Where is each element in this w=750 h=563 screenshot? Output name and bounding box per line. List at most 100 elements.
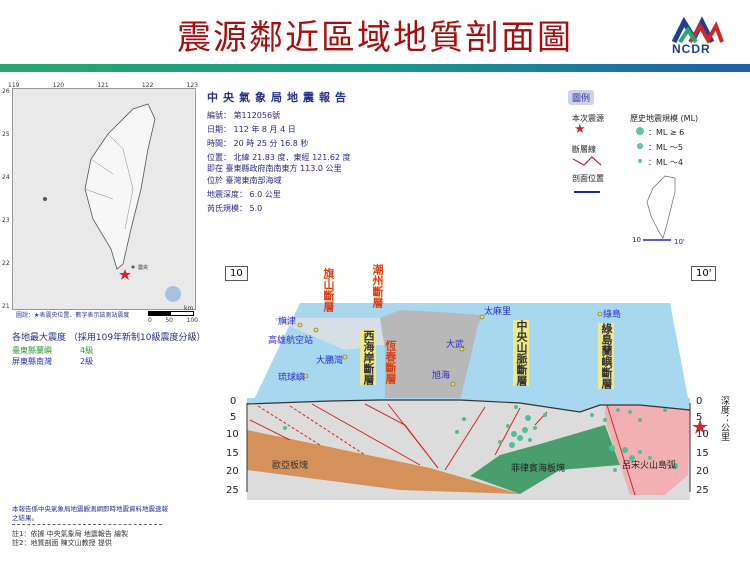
scale-labels: 0 50 100: [148, 317, 198, 324]
star-icon: ★: [574, 122, 586, 137]
footer-credits: 註1：依據 中央氣象局 地震報告 繪製 註2：地質剖面 陳文山教授 提供: [12, 530, 128, 548]
legend-history-title: 歷史地震規模 (ML): [630, 114, 699, 123]
mag5-dot-icon: [637, 143, 643, 149]
fault-label: 綠島蘭嶼斷層: [598, 323, 614, 389]
max-intensity-title: 各地最大震度 （採用109年新制10級震度分級）: [12, 333, 206, 343]
depth-tick: 10: [226, 429, 239, 440]
mag6-dot-icon: [636, 127, 644, 135]
map-caption: 圖說：★表震央位置．數字表示該測站震度: [16, 312, 130, 319]
inset-start-label: 10: [632, 236, 641, 244]
place-label: 琉球嶼: [278, 373, 306, 383]
mountains: [380, 310, 482, 400]
depth-tick: 10: [696, 429, 709, 440]
lon-tick: 123: [186, 82, 198, 89]
lon-ticks: 119 120 121 122 123: [8, 82, 198, 89]
lat-tick: 23: [2, 217, 10, 224]
place-label: 旗津: [278, 317, 297, 327]
profile-line-icon: [574, 191, 600, 193]
section-end-label: 10': [691, 266, 717, 281]
report-region: 位於 臺灣東南部海域: [207, 176, 282, 185]
taiwan-outline: 震央: [43, 103, 181, 302]
credit-note: 註2：地質剖面 陳文山教授 提供: [12, 539, 112, 547]
plate-label: 歐亞板塊: [272, 461, 309, 471]
intensity-row: 臺東縣蘭嶼 4級: [12, 345, 93, 356]
report-date: 日期： 112 年 8 月 4 日: [207, 125, 296, 134]
lat-tick: 21: [2, 303, 10, 310]
fault-lines: [249, 403, 636, 496]
lat-tick: 25: [2, 131, 10, 138]
inset-taiwan-map: [643, 175, 676, 241]
intensity-level: 2級: [80, 357, 94, 366]
legend-epicenter: 本次震源: [572, 114, 604, 123]
report-number: 編號： 第112056號: [207, 111, 281, 120]
luzon-arc: [605, 405, 690, 495]
report-title: 中央氣象局地震報告: [207, 91, 351, 104]
plate-label: 菲律賓海板塊: [511, 464, 566, 474]
depth-tick: 5: [230, 412, 237, 423]
depth-tick: 15: [696, 448, 709, 459]
depth-tick: 25: [696, 485, 709, 496]
scale-unit: km: [184, 305, 194, 312]
epicenter-label: 震央: [138, 264, 148, 271]
lon-tick: 122: [141, 82, 154, 89]
hypocenter-star-icon: [692, 419, 708, 434]
report-magnitude: 芮氏規模： 5.0: [207, 204, 263, 213]
footer-divider: [12, 524, 162, 525]
header-band: [0, 64, 750, 72]
legend-mag4: ：ML ～4: [648, 158, 683, 167]
page-title: 震源鄰近區域地質剖面圖: [177, 18, 573, 58]
ncdr-logo: [671, 16, 724, 45]
lon-tick: 119: [8, 82, 20, 89]
logo-text: NCDR: [672, 42, 711, 56]
historical-earthquakes: [283, 405, 678, 472]
depth-tick: 5: [696, 412, 703, 423]
plate-label: 呂宋火山島弧: [622, 461, 677, 471]
legend-profile: 剖面位置: [572, 174, 604, 183]
scale-label: 100: [186, 317, 198, 324]
fault-label: 中央山脈斷層: [513, 320, 529, 386]
lat-ticks: 26 25 24 23 22 21: [2, 88, 10, 310]
legend-mag6: ：ML ≥ 6: [648, 128, 685, 137]
fault-label: 恆春斷層: [384, 340, 397, 384]
fault-line-icon: [572, 156, 602, 166]
depth-axis-label: 深度：公里: [719, 396, 729, 441]
depth-tick: 0: [230, 396, 237, 407]
intensity-row: 屏東縣南灣 2級: [12, 356, 93, 367]
place-label: 大鵬灣: [316, 356, 344, 366]
taiwan-map: 震央: [12, 88, 196, 310]
place-label: 高雄航空站: [268, 336, 314, 346]
lon-tick: 120: [52, 82, 65, 89]
philippine-sea-plate: [470, 425, 620, 494]
report-time: 時間： 20 時 25 分 16.8 秒: [207, 139, 309, 148]
depth-tick: 15: [226, 448, 239, 459]
place-label: 綠島: [603, 310, 622, 320]
inset-end-label: 10': [674, 238, 685, 246]
intensity-place: 臺東縣蘭嶼: [12, 346, 52, 355]
footer-note: 本報告係中央氣象局地震觀測網即時地震資料地震速報之結果。: [12, 505, 168, 522]
section-start-label: 10: [225, 266, 248, 281]
report-relative-location: 即在 臺東縣政府南南東方 113.0 公里: [207, 164, 342, 173]
lat-tick: 26: [2, 88, 10, 95]
depth-tick: 20: [226, 466, 239, 477]
scale-label: 0: [148, 317, 152, 324]
lat-tick: 22: [2, 260, 10, 267]
mag4-dot-icon: [638, 159, 642, 163]
place-label: 旭海: [432, 371, 451, 381]
epicenter-star-icon: [119, 269, 131, 280]
scale-bar: [148, 311, 194, 316]
legend-badge: 圖例: [568, 90, 595, 105]
lon-tick: 121: [97, 82, 109, 89]
place-label: 大武: [446, 340, 465, 350]
eurasian-plate: [247, 430, 520, 494]
depth-tick: 0: [696, 396, 703, 407]
credit-note: 註1：依據 中央氣象局 地震報告 繪製: [12, 530, 129, 538]
depth-tick: 20: [696, 466, 709, 477]
intensity-level: 4級: [80, 346, 94, 355]
scale-label: 50: [165, 317, 173, 324]
depth-tick: 25: [226, 485, 239, 496]
fault-label: 旗山斷層: [322, 268, 335, 312]
fault-label: 潮州斷層: [371, 264, 384, 308]
place-label: 太麻里: [484, 307, 512, 317]
intensity-place: 屏東縣南灣: [12, 357, 52, 366]
